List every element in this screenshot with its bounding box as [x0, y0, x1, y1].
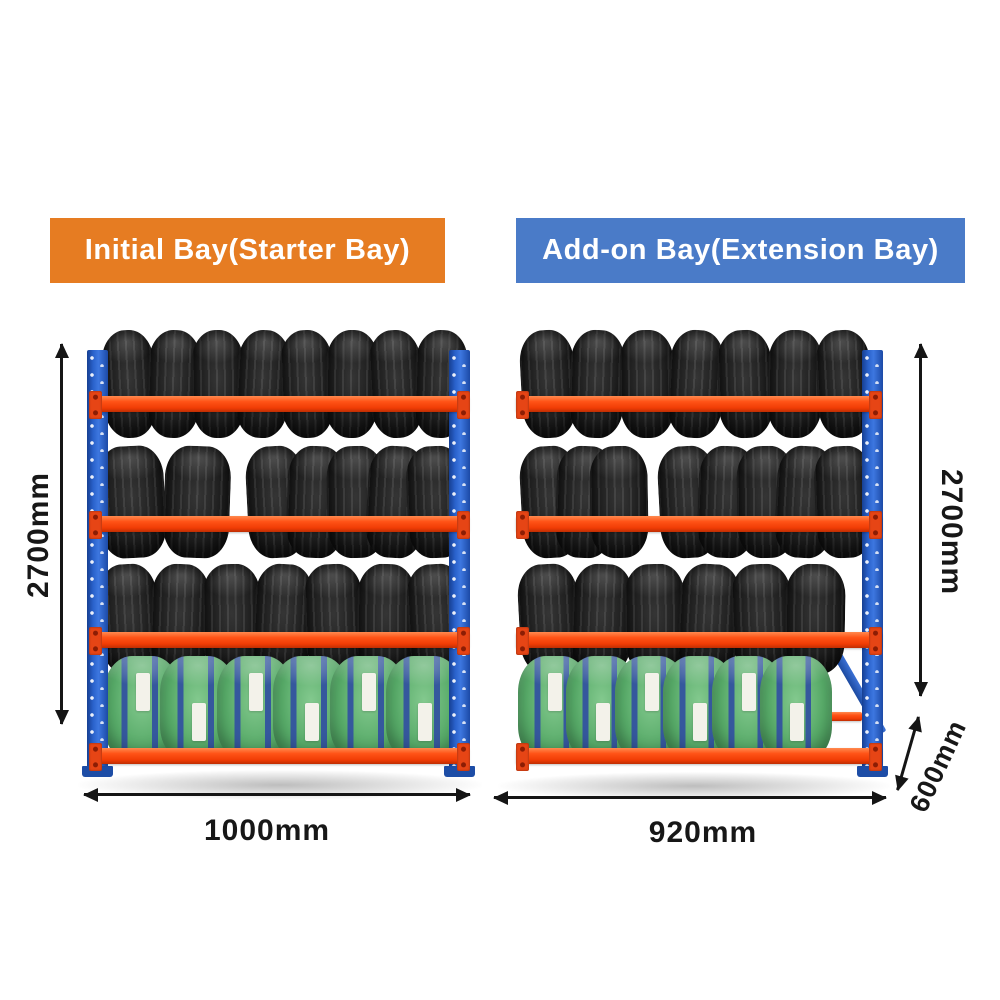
beam-bracket [89, 391, 102, 419]
tire [767, 329, 823, 439]
beam-bracket [869, 627, 882, 655]
beam-bracket [89, 743, 102, 771]
rack-upright [87, 350, 108, 772]
beam-bracket [457, 391, 470, 419]
extension-bay-banner: Add-on Bay(Extension Bay) [516, 218, 965, 283]
beam-bracket [869, 391, 882, 419]
height-dimension-arrow-extension [919, 344, 922, 696]
tire [589, 445, 649, 559]
extension-bay-banner-label: Add-on Bay(Extension Bay) [542, 234, 939, 266]
tire [568, 329, 626, 439]
beam-bracket [869, 743, 882, 771]
beam-bracket [516, 743, 529, 771]
beam-bracket [516, 627, 529, 655]
beam-bracket [89, 627, 102, 655]
starter-bay-banner: Initial Bay(Starter Bay) [50, 218, 445, 283]
height-dimension-label-extension: 2700mm [935, 468, 968, 596]
beam-bracket [516, 511, 529, 539]
shelf-beam [516, 516, 882, 532]
shelf-beam [516, 748, 882, 764]
shelf-beam [93, 632, 469, 648]
beam-bracket [457, 743, 470, 771]
shelf-beam [93, 396, 469, 412]
shelf-beam [93, 748, 469, 764]
beam-bracket [516, 391, 529, 419]
beam-bracket [89, 511, 102, 539]
width-dimension-arrow-starter [84, 793, 470, 796]
beam-bracket [457, 511, 470, 539]
rack-upright [449, 350, 470, 772]
height-dimension-label-starter: 2700mm [22, 471, 55, 599]
tire [716, 329, 774, 439]
tire [666, 328, 726, 440]
shelf-beam [93, 516, 469, 532]
rack-foot [444, 766, 475, 777]
rack-upright [862, 350, 883, 772]
depth-beam [828, 712, 862, 721]
rack-foot [82, 766, 113, 777]
tire [619, 329, 675, 439]
beam-bracket [457, 627, 470, 655]
wrapped-tire [760, 656, 832, 762]
shelf-beam [516, 396, 882, 412]
width-dimension-label-extension: 920mm [648, 816, 758, 849]
tire [162, 444, 232, 560]
rack-foot [857, 766, 888, 777]
width-dimension-arrow-extension [494, 796, 886, 799]
shelf-beam [516, 632, 882, 648]
width-dimension-label-starter: 1000mm [203, 814, 331, 847]
beam-bracket [869, 511, 882, 539]
starter-bay-banner-label: Initial Bay(Starter Bay) [84, 234, 411, 266]
tire [518, 328, 578, 440]
height-dimension-arrow-starter [60, 344, 63, 724]
